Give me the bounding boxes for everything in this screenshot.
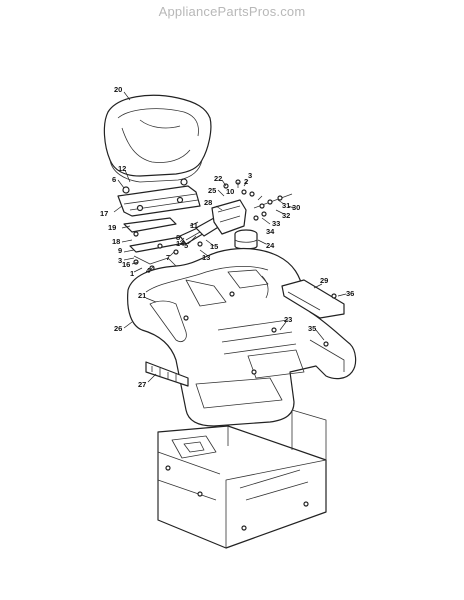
callout-8: 8 [176,233,180,242]
callout-14: 14 [176,239,185,248]
callout-10: 10 [226,187,234,196]
callout-7: 7 [166,253,170,262]
callout-32: 32 [282,211,290,220]
watermark-text: AppliancePartsPros.com [158,4,306,19]
callout-24: 24 [266,241,275,250]
callout-30: 30 [292,203,300,212]
callout-18: 18 [112,237,120,246]
callout-5: 5 [184,241,188,250]
callout-27: 27 [138,380,146,389]
callout-36: 36 [346,289,354,298]
callout-12: 12 [118,164,126,173]
callout-17: 17 [100,209,108,218]
callout-23: 23 [284,315,292,324]
callout-28: 28 [204,198,212,207]
callout-35: 35 [308,324,316,333]
callout-20: 20 [114,85,122,94]
callout-19: 19 [108,223,116,232]
hardware-set [253,193,293,221]
callout-34: 34 [266,227,275,236]
callout-26: 26 [114,324,122,333]
callout-15: 15 [210,242,218,251]
callout-13: 13 [202,253,210,262]
callout-9: 9 [118,246,122,255]
side-panel [281,279,345,347]
callout-numbers: 20 12 6 17 19 18 9 3 16 1 4 7 5 14 11 15… [100,85,354,389]
callout-2: 2 [244,177,248,186]
callout-21: 21 [138,291,146,300]
leader-lines [113,91,347,383]
callout-22: 22 [214,174,222,183]
seat [103,94,212,183]
callout-1: 1 [130,269,134,278]
foot-pad [145,361,189,387]
callout-25: 25 [208,186,216,195]
tractor-frame [157,409,327,549]
callout-3b: 3 [248,171,252,180]
callout-31: 31 [282,201,290,210]
fuel-cap [234,229,258,250]
callout-33: 33 [272,219,280,228]
callout-11: 11 [190,221,198,230]
callout-3: 3 [118,256,122,265]
callout-29: 29 [320,276,328,285]
callout-16: 16 [122,260,130,269]
callout-6: 6 [112,175,116,184]
seat-bracket [117,178,201,271]
callout-4: 4 [146,266,151,275]
